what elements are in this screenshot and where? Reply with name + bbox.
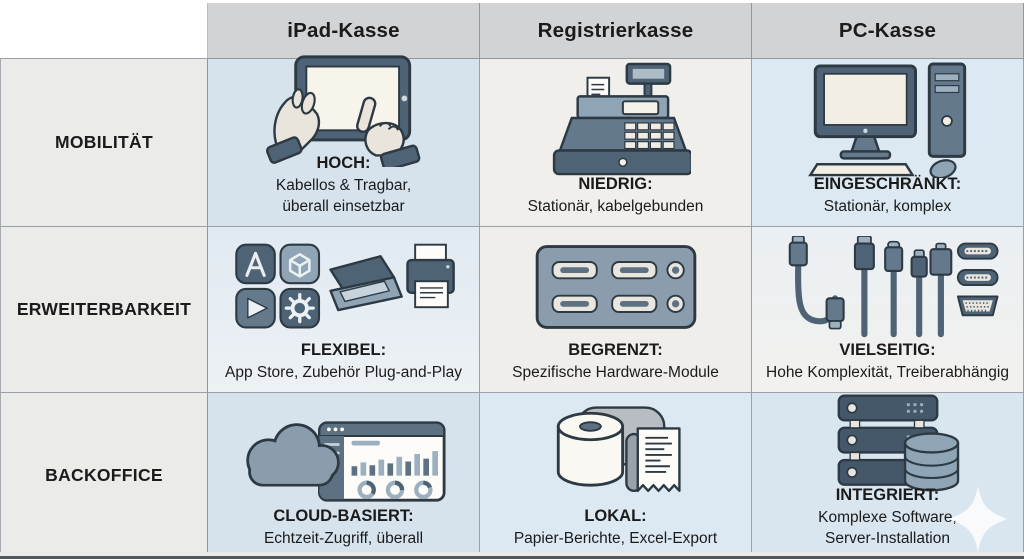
paper-roll-receipt-icon xyxy=(488,399,743,507)
tablet-hands-icon xyxy=(216,54,471,167)
cell-erweiterbarkeit-registrierkasse: BEGRENZT: Spezifische Hardware-Module xyxy=(480,227,752,393)
cell-description: Komplexe Software, Server-Installation xyxy=(818,509,957,547)
sparkle-icon xyxy=(949,486,1007,552)
cell-title: CLOUD-BASIERT: xyxy=(273,506,414,525)
cell-description: App Store, Zubehör Plug-and-Play xyxy=(225,363,462,381)
hardware-ports-panel-icon xyxy=(488,233,743,341)
desktop-pc-icon xyxy=(760,62,1015,178)
cell-mobilitaet-ipad: HOCH: Kabellos & Tragbar, überall einset… xyxy=(208,54,480,227)
cell-mobilitaet-pc: EINGESCHRÄNKT: Stationär, komplex xyxy=(752,59,1024,227)
cell-title: NIEDRIG: xyxy=(578,174,653,193)
cell-description: Echtzeit-Zugriff, überall xyxy=(263,529,424,547)
cell-description: Stationär, komplex xyxy=(823,197,952,215)
header-corner-cell xyxy=(0,3,208,59)
cell-description: Spezifische Hardware-Module xyxy=(512,363,719,381)
cell-mobilitaet-registrierkasse: NIEDRIG: Stationär, kabelgebunden xyxy=(480,59,752,227)
cloud-dashboard-icon xyxy=(216,399,471,507)
cell-backoffice-registrierkasse: LOKAL: Papier-Berichte, Excel-Export xyxy=(480,393,752,559)
cell-title: VIELSEITIG: xyxy=(839,340,936,359)
cell-erweiterbarkeit-ipad: FLEXIBEL: App Store, Zubehör Plug-and-Pl… xyxy=(208,227,480,393)
cell-title: HOCH: xyxy=(316,154,371,173)
cell-backoffice-pc: INTEGRIERT: Komplexe Software, Server-In… xyxy=(752,393,1024,559)
cell-title: INTEGRIERT: xyxy=(835,486,940,505)
row-label-erweiterbarkeit: ERWEITERBARKEIT xyxy=(0,227,208,393)
column-header-pc-kasse: PC-Kasse xyxy=(752,3,1024,59)
cell-description: Hohe Komplexität, Treiberabhängig xyxy=(766,363,1009,381)
column-header-ipad-kasse: iPad-Kasse xyxy=(208,3,480,59)
column-header-registrierkasse: Registrierkasse xyxy=(480,3,752,59)
row-label-mobilitaet: MOBILITÄT xyxy=(0,59,208,227)
cash-register-icon xyxy=(488,62,743,176)
cell-erweiterbarkeit-pc: VIELSEITIG: Hohe Komplexität, Treiberabh… xyxy=(752,227,1024,393)
app-icons-scanner-printer-icon xyxy=(216,233,471,341)
cell-title: EINGESCHRÄNKT: xyxy=(813,174,962,193)
cell-title: FLEXIBEL: xyxy=(300,340,387,359)
server-database-icon xyxy=(760,394,1015,492)
cell-description: Stationär, kabelgebunden xyxy=(527,197,704,215)
cell-title: LOKAL: xyxy=(584,506,647,525)
cell-backoffice-ipad: CLOUD-BASIERT: Echtzeit-Zugriff, überall xyxy=(208,393,480,559)
cell-title: BEGRENZT: xyxy=(568,340,663,359)
cables-connectors-icon xyxy=(760,233,1015,341)
cell-description: Kabellos & Tragbar, überall einsetzbar xyxy=(275,177,412,215)
row-label-backoffice: BACKOFFICE xyxy=(0,393,208,559)
cell-description: Papier-Berichte, Excel-Export xyxy=(513,529,718,547)
